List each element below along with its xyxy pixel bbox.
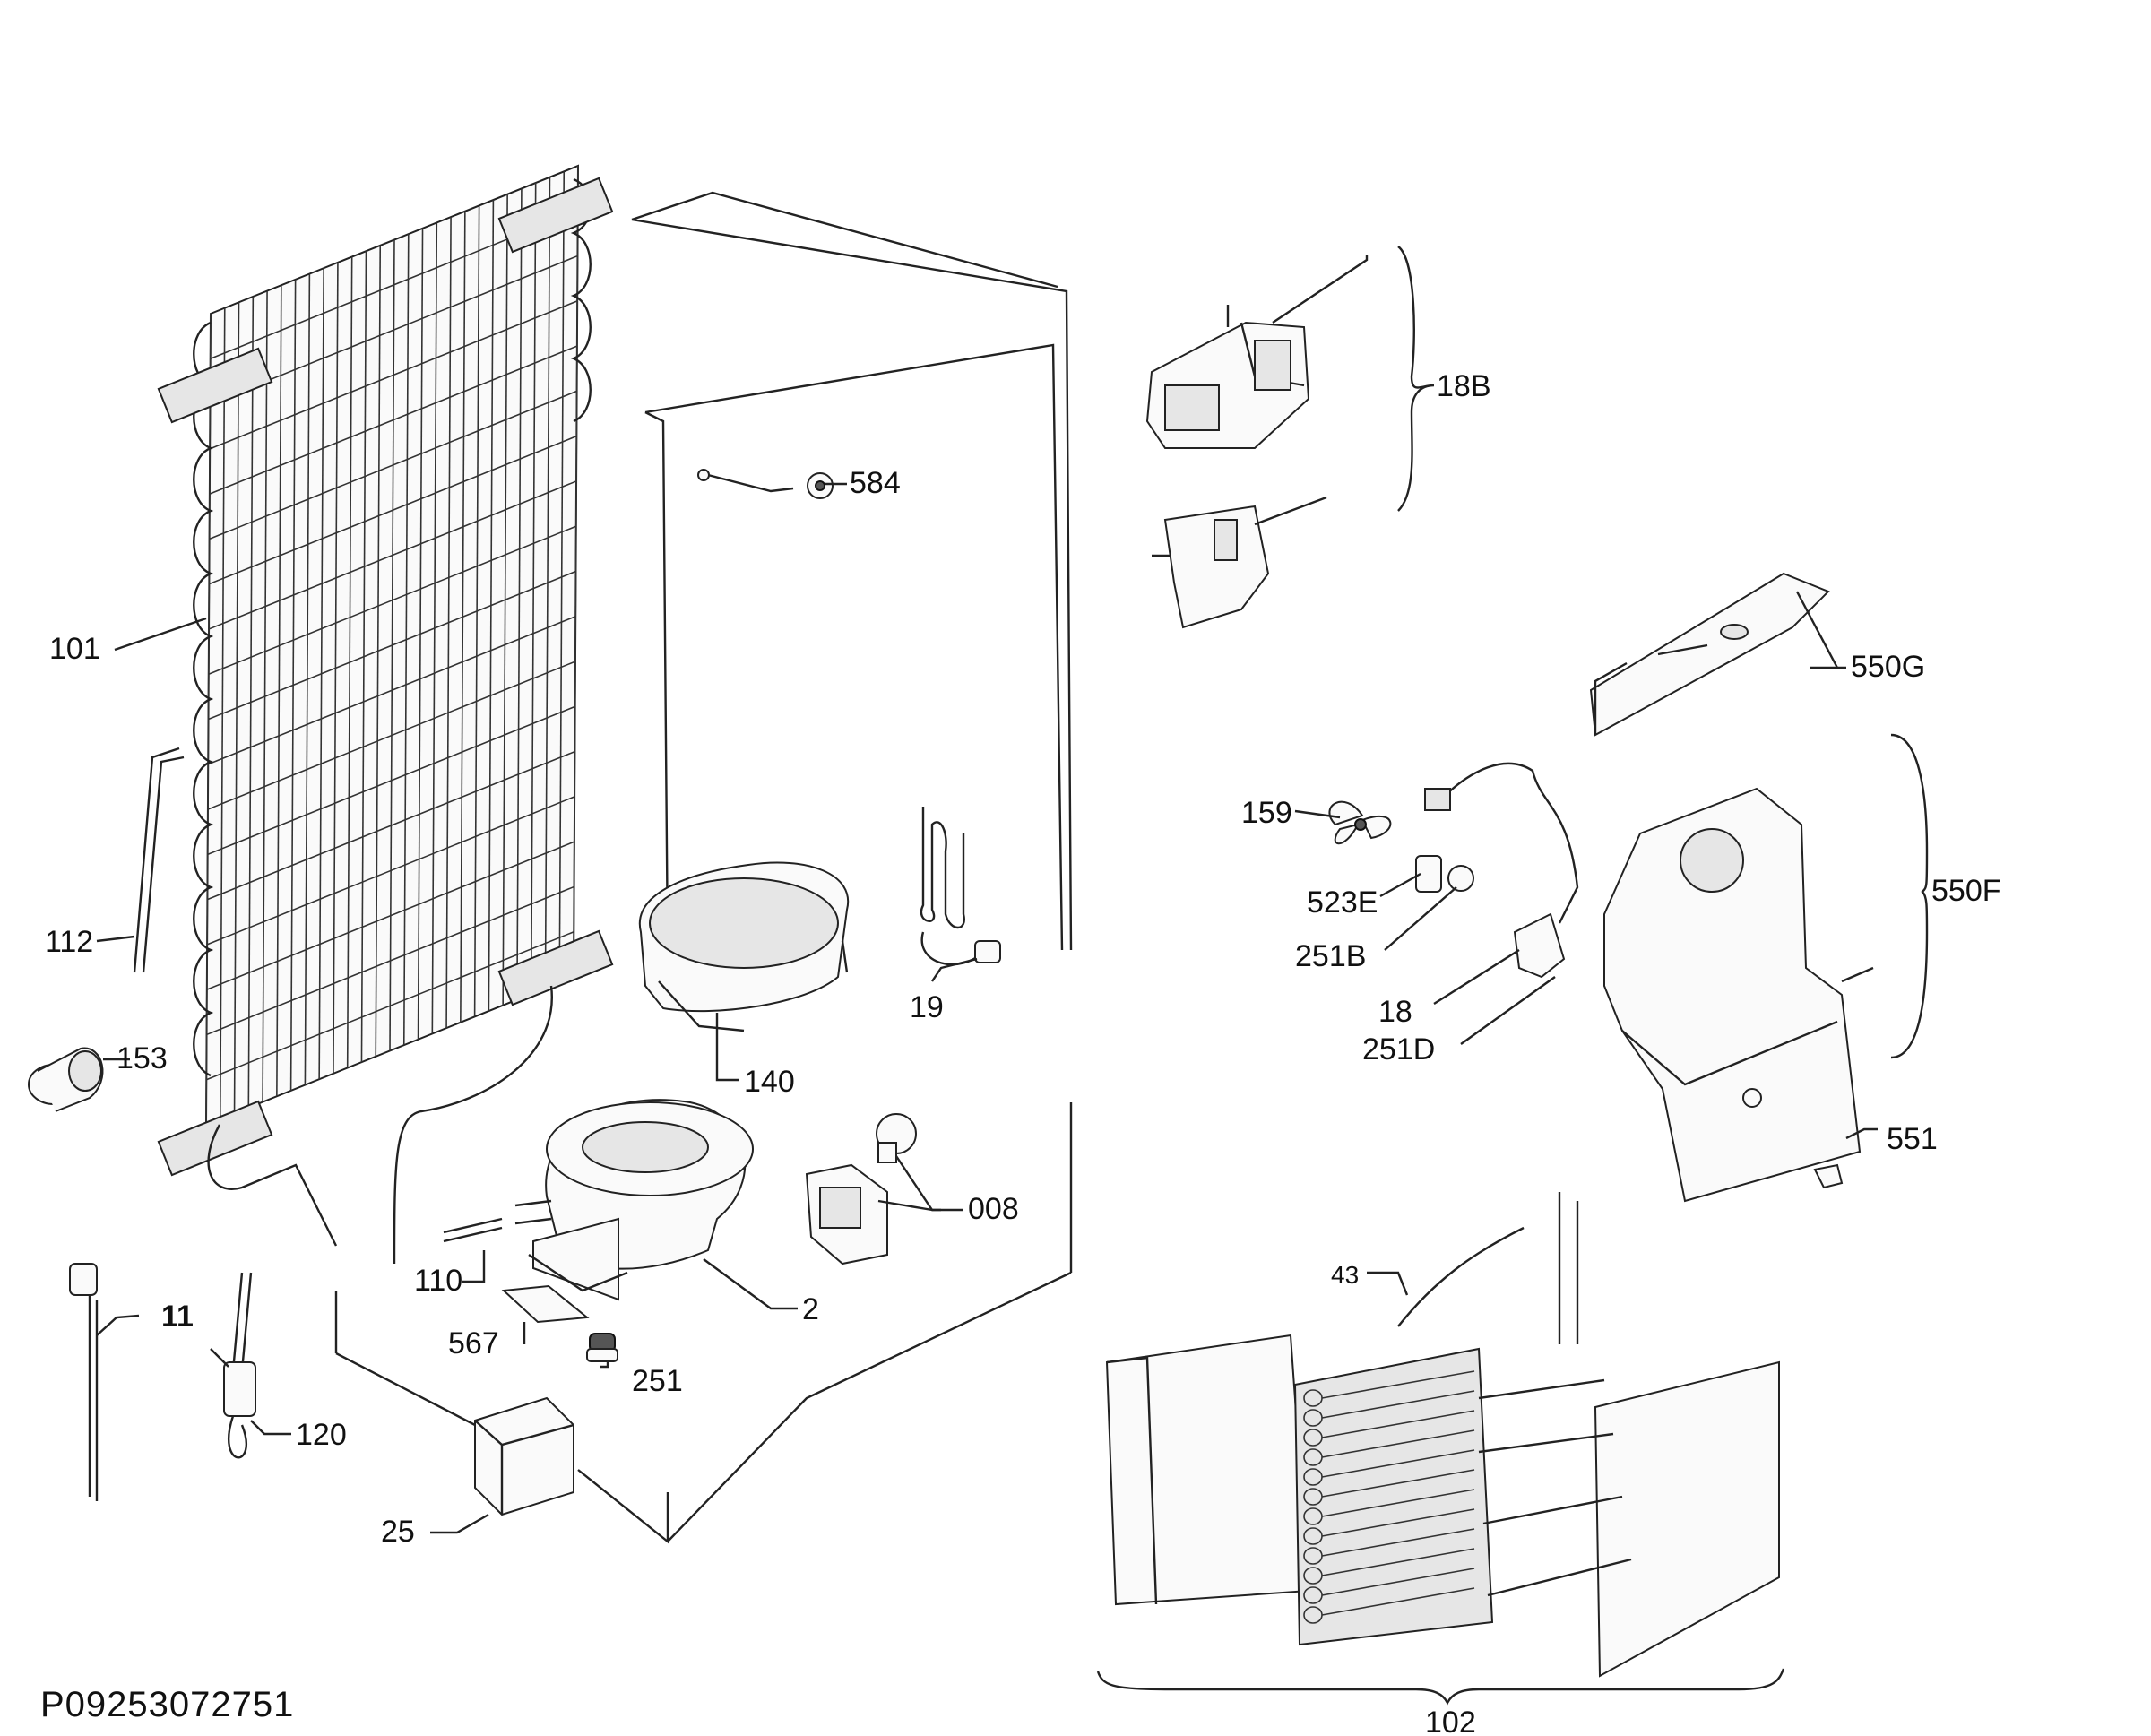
bracket-567 [501,1284,590,1324]
strip-110 [443,1217,503,1243]
callout-584: 584 [850,466,901,500]
callout-25: 25 [381,1515,415,1549]
condenser-coil [157,164,614,1265]
callout-140: 140 [744,1065,795,1099]
pipe-bar-112 [133,747,185,973]
callout-102: 102 [1425,1706,1476,1736]
fan-housing-550F [1603,787,1862,1203]
drip-tray-140 [638,861,850,1032]
thermostat-assembly-18B [1145,305,1310,629]
callout-101: 101 [49,632,100,666]
clip-551 [1813,1163,1844,1189]
callout-43: 43 [1331,1261,1359,1289]
callout-labels: 101 112 153 11 120 25 110 567 251 2 140 … [45,369,2001,1736]
callout-11: 11 [161,1300,194,1334]
callout-551: 551 [1887,1122,1938,1156]
evaporator-102 [1105,1192,1780,1678]
callout-153: 153 [117,1041,168,1075]
callout-19: 19 [910,990,944,1024]
callout-18: 18 [1378,995,1412,1029]
grommet-153 [28,1047,104,1112]
cabinet-outline [334,191,1073,1544]
relay-box-25 [474,1396,574,1516]
callout-112: 112 [45,925,93,959]
callout-18B: 18B [1437,369,1491,403]
document-id: P09253072751 [40,1685,294,1724]
callout-567: 567 [448,1326,499,1360]
fan-motor-18 [1415,762,1579,979]
callout-523E: 523E [1307,885,1378,920]
door-hinge-pin-584 [697,469,834,499]
callout-2: 2 [802,1292,819,1326]
callout-550F: 550F [1931,874,2001,908]
callout-251D: 251D [1362,1032,1435,1067]
compressor-2 [514,1099,754,1301]
thermal-fuse-120 [210,1272,256,1459]
grommet-251 [586,1333,618,1362]
callout-251B: 251B [1295,939,1366,973]
cover-550G [1589,572,1830,737]
callout-120: 120 [296,1418,347,1452]
callout-159: 159 [1241,796,1292,830]
leader-lines [96,246,1929,1706]
fan-blade-159 [1328,800,1392,845]
heater-19 [920,807,1001,966]
callout-008: 008 [968,1192,1019,1226]
callout-110: 110 [414,1264,462,1298]
callout-550G: 550G [1851,650,1925,684]
sensor-11 [69,1263,99,1501]
callout-251: 251 [632,1364,683,1398]
relay-008 [805,1113,917,1265]
